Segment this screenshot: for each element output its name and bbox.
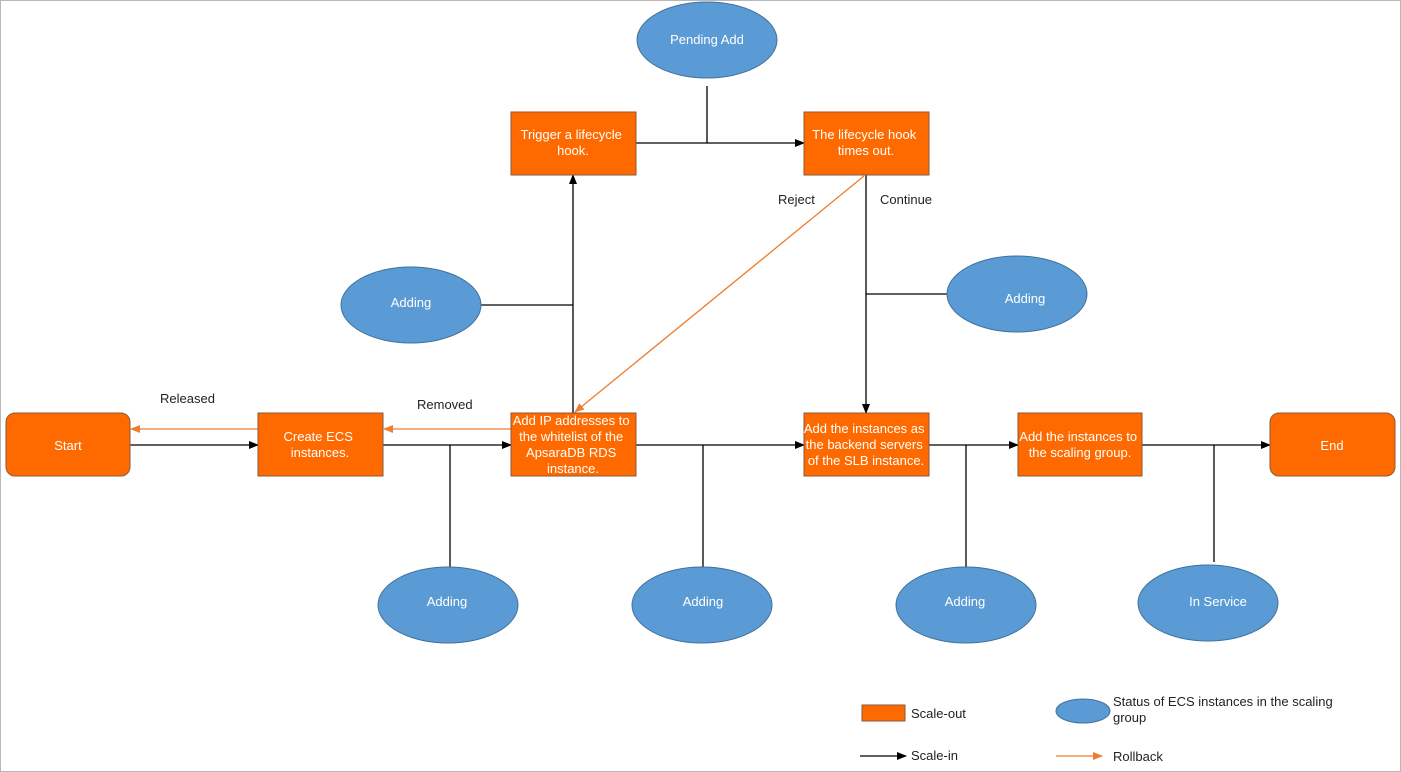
trigger-hook-line-1: Trigger a lifecycle — [520, 127, 621, 142]
legend-status-line-2: group — [1113, 710, 1146, 725]
status-adding-upper-left: Adding — [340, 266, 482, 344]
svg-text:Add the instances to the: Add the instances to the scaling group. — [1019, 429, 1140, 460]
add-ip-line-1: Add IP addresses to — [513, 413, 630, 428]
trigger-hook-line-2: hook. — [557, 143, 589, 158]
hook-timeout-line-2: times out. — [838, 143, 894, 158]
legend: Scale-out Status of ECS instances in the… — [860, 694, 1336, 764]
connectors — [130, 86, 1271, 568]
status-adding-bottom-2: Adding — [631, 566, 773, 644]
status-adding-bottom-2-label: Adding — [683, 594, 723, 609]
svg-text:Add the instances as the: Add the instances as the backend servers… — [804, 421, 928, 468]
edge-label-released: Released — [160, 391, 215, 406]
start-node: Start — [5, 412, 131, 477]
status-adding-bottom-1: Adding — [377, 566, 519, 644]
create-ecs-node: Create ECS instances. — [257, 412, 384, 477]
lifecycle-hook-timeout-node: The lifecycle hook times out. — [803, 111, 930, 176]
end-node: End — [1269, 412, 1396, 477]
add-ip-line-3: ApsaraDB RDS — [526, 445, 617, 460]
create-ecs-line-2: instances. — [291, 445, 350, 460]
legend-scale-in-label: Scale-in — [911, 748, 958, 763]
legend-status-line-1: Status of ECS instances in the scaling — [1113, 694, 1333, 709]
add-scaling-group-node: Add the instances to the scaling group. — [1017, 412, 1143, 477]
status-pending-add: Pending Add — [636, 1, 778, 79]
add-ip-whitelist-node: Add IP addresses to the whitelist of the… — [510, 412, 637, 477]
status-adding-bottom-3-label: Adding — [945, 594, 985, 609]
edge-label-continue: Continue — [880, 192, 932, 207]
svg-text:Add IP addresses to the: Add IP addresses to the whitelist of the… — [513, 413, 633, 476]
add-slb-line-3: of the SLB instance. — [808, 453, 924, 468]
legend-scale-out-swatch — [861, 704, 906, 722]
legend-scale-out-label: Scale-out — [911, 706, 966, 721]
add-ip-line-2: the whitelist of the — [519, 429, 623, 444]
create-ecs-line-1: Create ECS — [284, 429, 354, 444]
svg-text:Trigger a lifecycle hook: Trigger a lifecycle hook. — [520, 127, 625, 158]
status-adding-bottom-1-label: Adding — [427, 594, 467, 609]
status-adding-bottom-3: Adding — [895, 566, 1037, 644]
add-slb-line-2: the backend servers — [806, 437, 924, 452]
status-adding-upper-left-label: Adding — [391, 295, 431, 310]
svg-text:Create ECS instances.: Create ECS instances. — [284, 429, 357, 460]
legend-status-swatch — [1055, 698, 1111, 724]
edge-label-reject: Reject — [778, 192, 815, 207]
add-scaling-line-1: Add the instances to — [1019, 429, 1137, 444]
add-slb-line-1: Add the instances as — [804, 421, 925, 436]
add-ip-line-4: instance. — [547, 461, 599, 476]
status-adding-upper-right-label: Adding — [1005, 291, 1045, 306]
svg-text:The lifecycle hook times: The lifecycle hook times out. — [812, 127, 920, 158]
hook-timeout-line-1: The lifecycle hook — [812, 127, 917, 142]
end-label: End — [1320, 438, 1343, 453]
legend-rollback-label: Rollback — [1113, 749, 1163, 764]
status-in-service: In Service — [1137, 564, 1279, 642]
trigger-lifecycle-hook-node: Trigger a lifecycle hook. — [510, 111, 637, 176]
status-pending-add-label: Pending Add — [670, 32, 744, 47]
rollback-connectors — [130, 175, 865, 433]
start-label: Start — [54, 438, 82, 453]
svg-text:Status of ECS instances in the: Status of ECS instances in the scaling g… — [1113, 694, 1336, 725]
edge-reject — [574, 175, 865, 413]
edge-label-removed: Removed — [417, 397, 473, 412]
add-slb-backend-node: Add the instances as the backend servers… — [803, 412, 930, 477]
add-scaling-line-2: the scaling group. — [1029, 445, 1132, 460]
status-in-service-label: In Service — [1189, 594, 1247, 609]
status-adding-upper-right: Adding — [946, 255, 1088, 333]
